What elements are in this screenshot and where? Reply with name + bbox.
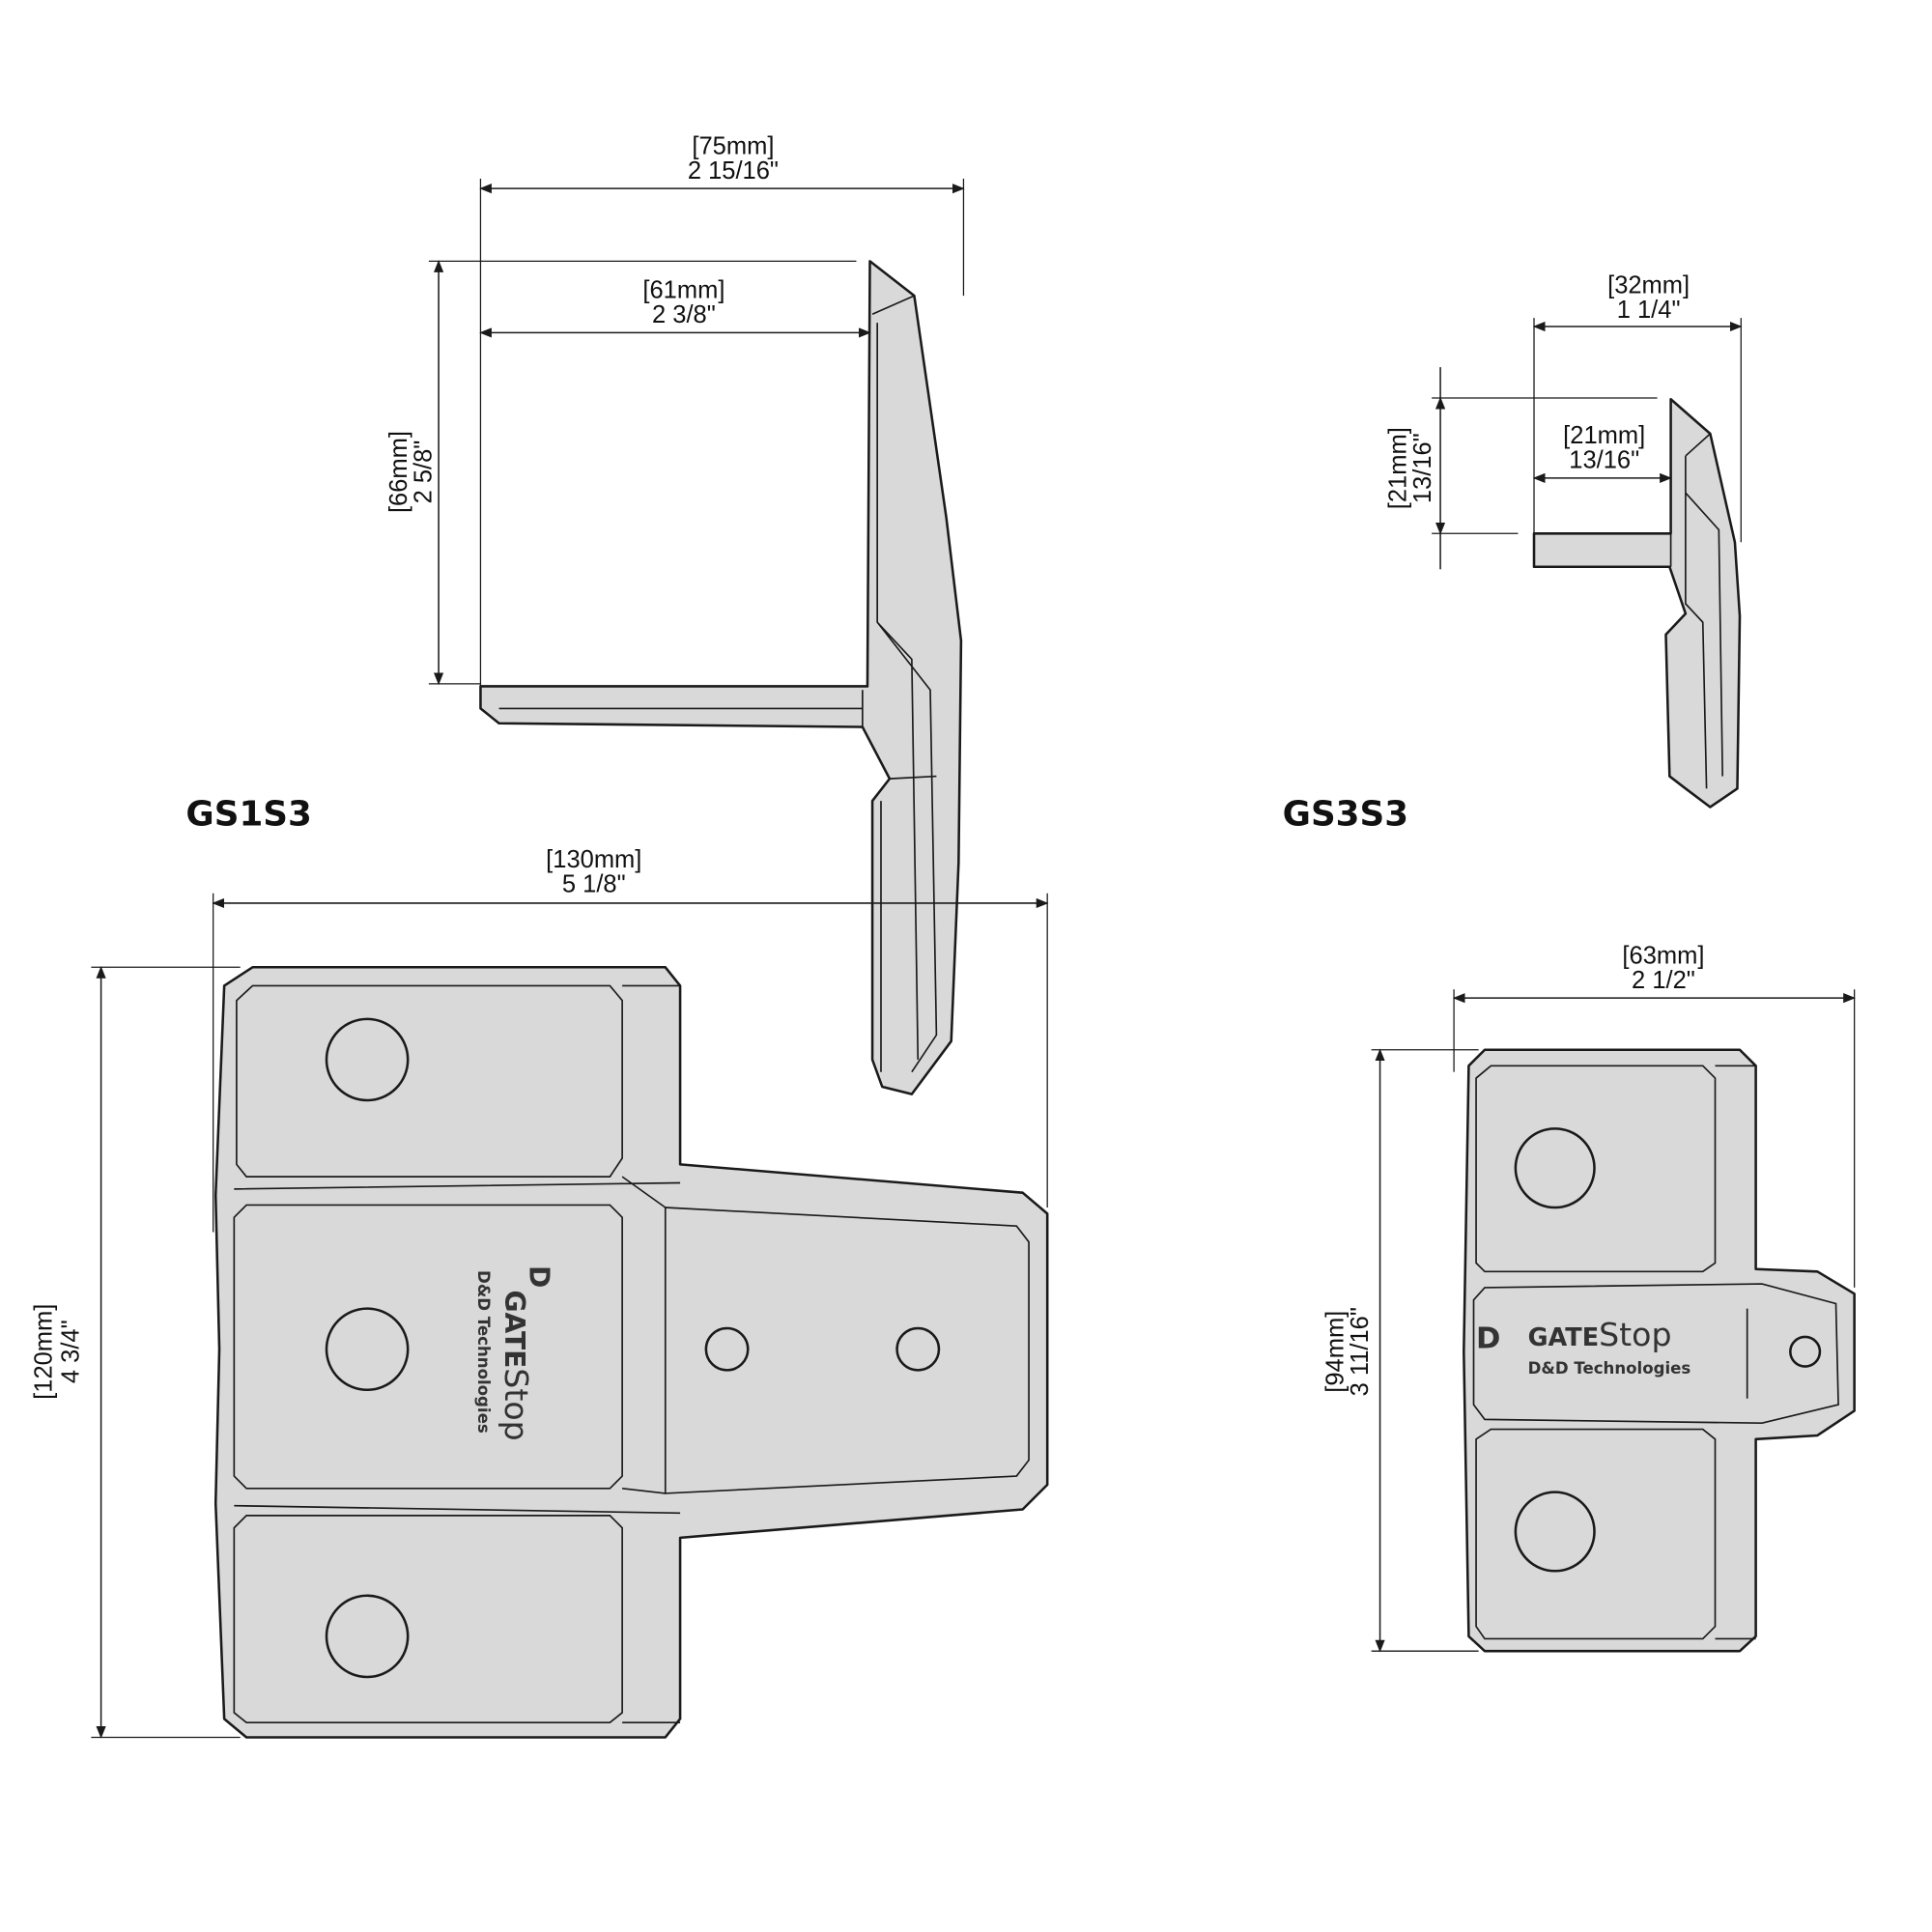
gs1s3-inner-width-in: 2 3/8": [652, 301, 716, 328]
gs3s3-overall-width-in: 1 1/4": [1617, 297, 1681, 324]
gs3s3-overall-width-mm: [32mm]: [1607, 272, 1690, 299]
gs1s3-front-width-mm: [130mm]: [546, 846, 641, 873]
mounting-hole: [704, 1326, 750, 1372]
mounting-hole: [1514, 1491, 1596, 1573]
logo-company: D&D Technologies: [1528, 1359, 1691, 1378]
gs1s3-front-view: D GATEStop D&D Technologies: [213, 965, 1049, 1739]
gs3s3-inner-width-in: 13/16": [1569, 447, 1639, 474]
logo-mark: D: [1476, 1321, 1500, 1355]
gs3s3-side-dimensions: [32mm] 1 1/4" [21mm] 13/16" [21mm] 13/16…: [1384, 272, 1743, 570]
gs1s3-overall-width-in: 2 15/16": [688, 157, 779, 185]
gs3s3-side-view: [1532, 397, 1742, 809]
gs3s3-height-in: 13/16": [1409, 433, 1436, 503]
logo-brand: GATEStop: [1528, 1316, 1672, 1353]
gs3s3-front-dimensions: [63mm] 2 1/2" [94mm] 3 11/16": [1321, 942, 1856, 1653]
gs1s3-side-view: [479, 260, 963, 1095]
gs1s3-front-width-in: 5 1/8": [562, 870, 626, 897]
gatestop-logo: D GATEStop D&D Technologies: [474, 1265, 555, 1441]
model-label-gs1s3: GS1S3: [185, 795, 311, 835]
gs3s3-front-width-mm: [63mm]: [1622, 942, 1704, 969]
mounting-hole: [895, 1326, 941, 1372]
gs1s3-front-dimensions: [130mm] 5 1/8" [120mm] 4 3/4": [31, 846, 1049, 1739]
mounting-hole: [1514, 1127, 1596, 1209]
gs1s3-overall-width-mm: [75mm]: [692, 132, 774, 159]
gs3s3-inner-width-mm: [21mm]: [1563, 422, 1645, 449]
gs3s3-front-height-in: 3 11/16": [1347, 1307, 1374, 1396]
logo-company: D&D Technologies: [474, 1270, 493, 1434]
model-label-gs3s3: GS3S3: [1283, 795, 1408, 835]
gs1s3-inner-width-mm: [61mm]: [642, 277, 724, 304]
gs3s3-front-height-mm: [94mm]: [1321, 1311, 1349, 1393]
mounting-hole: [325, 1307, 410, 1392]
gs1s3-front-height-mm: [120mm]: [31, 1304, 58, 1400]
logo-brand: GATEStop: [497, 1290, 535, 1440]
gs3s3-height-mm: [21mm]: [1384, 427, 1411, 509]
gs1s3-side-dimensions: [75mm] 2 15/16" [61mm] 2 3/8" [66mm] 2 5…: [385, 132, 965, 687]
gs1s3-height-mm: [66mm]: [385, 431, 412, 513]
logo-mark: D: [523, 1265, 554, 1288]
gatestop-logo: D GATEStop D&D Technologies: [1476, 1316, 1690, 1378]
mounting-hole: [1789, 1335, 1822, 1368]
mounting-hole: [325, 1017, 410, 1102]
mounting-hole: [325, 1594, 410, 1679]
gs3s3-front-width-in: 2 1/2": [1632, 967, 1695, 994]
gs1s3-front-height-in: 4 3/4": [58, 1320, 85, 1383]
gs1s3-height-in: 2 5/8": [410, 440, 437, 504]
gs3s3-front-view: D GATEStop D&D Technologies: [1463, 1048, 1856, 1653]
